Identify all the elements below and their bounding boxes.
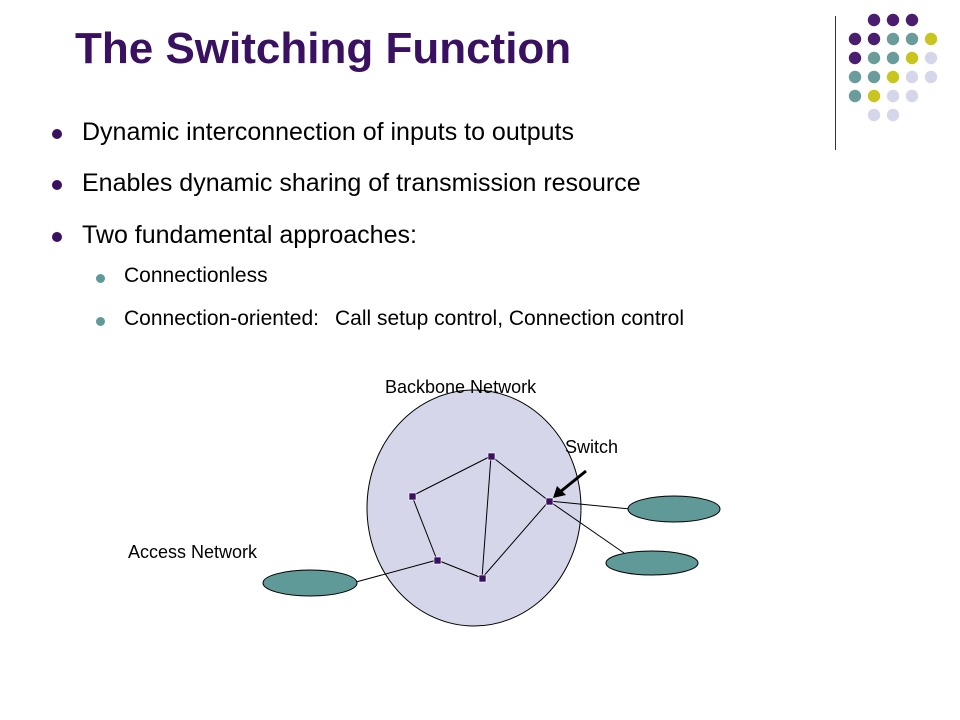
bullet-item: Dynamic interconnection of inputs to out… xyxy=(82,118,574,146)
decorative-dot xyxy=(924,51,938,65)
access-link xyxy=(355,559,438,583)
decorative-dot xyxy=(905,51,919,65)
backbone-network-ellipse xyxy=(366,389,582,627)
switch-node xyxy=(478,574,487,583)
switch-node xyxy=(433,556,442,565)
decorative-dot xyxy=(905,13,919,27)
access-network-label: Access Network xyxy=(128,542,258,562)
bullet-dot xyxy=(52,232,62,242)
bullet-dot xyxy=(52,129,62,139)
decorative-dot xyxy=(867,32,881,46)
sub-bullet-term: Connection-oriented: xyxy=(124,307,319,330)
bullet-dot xyxy=(52,180,62,190)
decorative-dot xyxy=(924,32,938,46)
access-link xyxy=(548,500,631,510)
access-network-ellipse xyxy=(627,495,721,523)
decorative-dot xyxy=(886,51,900,65)
switch-node xyxy=(487,452,496,461)
sub-bullet-detail: Call setup control, Connection control xyxy=(334,307,684,330)
decorative-dot xyxy=(848,89,862,103)
decorative-dot xyxy=(886,89,900,103)
switch-node xyxy=(408,492,417,501)
decorative-dot xyxy=(905,32,919,46)
decorative-dot xyxy=(867,51,881,65)
access-link xyxy=(548,500,625,554)
switch-arrowhead xyxy=(553,486,566,498)
backbone-link xyxy=(481,455,492,579)
sub-bullet-dot xyxy=(96,274,105,283)
switch-label: Switch xyxy=(565,437,619,457)
decorative-dot xyxy=(867,89,881,103)
backbone-link xyxy=(490,455,550,502)
bullet-item: Enables dynamic sharing of transmission … xyxy=(82,169,641,197)
decorative-dot xyxy=(886,13,900,27)
decorative-dot xyxy=(886,70,900,84)
backbone-network-label: Backbone Network xyxy=(385,377,537,397)
switch-node xyxy=(545,497,554,506)
sub-bullet-dot xyxy=(96,317,105,326)
decorative-dot xyxy=(867,13,881,27)
decorative-dot xyxy=(886,32,900,46)
bullet-list: Dynamic interconnection of inputs to out… xyxy=(52,118,684,331)
backbone-link xyxy=(481,500,550,579)
backbone-link xyxy=(411,455,492,497)
decorative-dot xyxy=(848,32,862,46)
decorative-dot xyxy=(867,70,881,84)
decorative-dot xyxy=(867,108,881,122)
decorative-dot xyxy=(848,70,862,84)
bullet-item: Two fundamental approaches: xyxy=(82,221,417,249)
access-network-ellipse xyxy=(262,569,358,597)
slide-title: The Switching Function xyxy=(75,24,572,73)
switch-arrow xyxy=(559,469,587,494)
header-divider xyxy=(835,16,836,150)
sub-bullet-item: Connectionless xyxy=(124,264,268,287)
access-network-ellipse xyxy=(605,550,699,576)
decorative-dot xyxy=(848,51,862,65)
decorative-dot xyxy=(905,89,919,103)
decorative-dot xyxy=(905,70,919,84)
decorative-dot xyxy=(886,108,900,122)
sub-bullet-item: Connection-oriented: Call setup control, … xyxy=(124,307,684,331)
decorative-dot xyxy=(924,70,938,84)
backbone-link xyxy=(436,559,483,579)
backbone-link xyxy=(411,495,438,561)
